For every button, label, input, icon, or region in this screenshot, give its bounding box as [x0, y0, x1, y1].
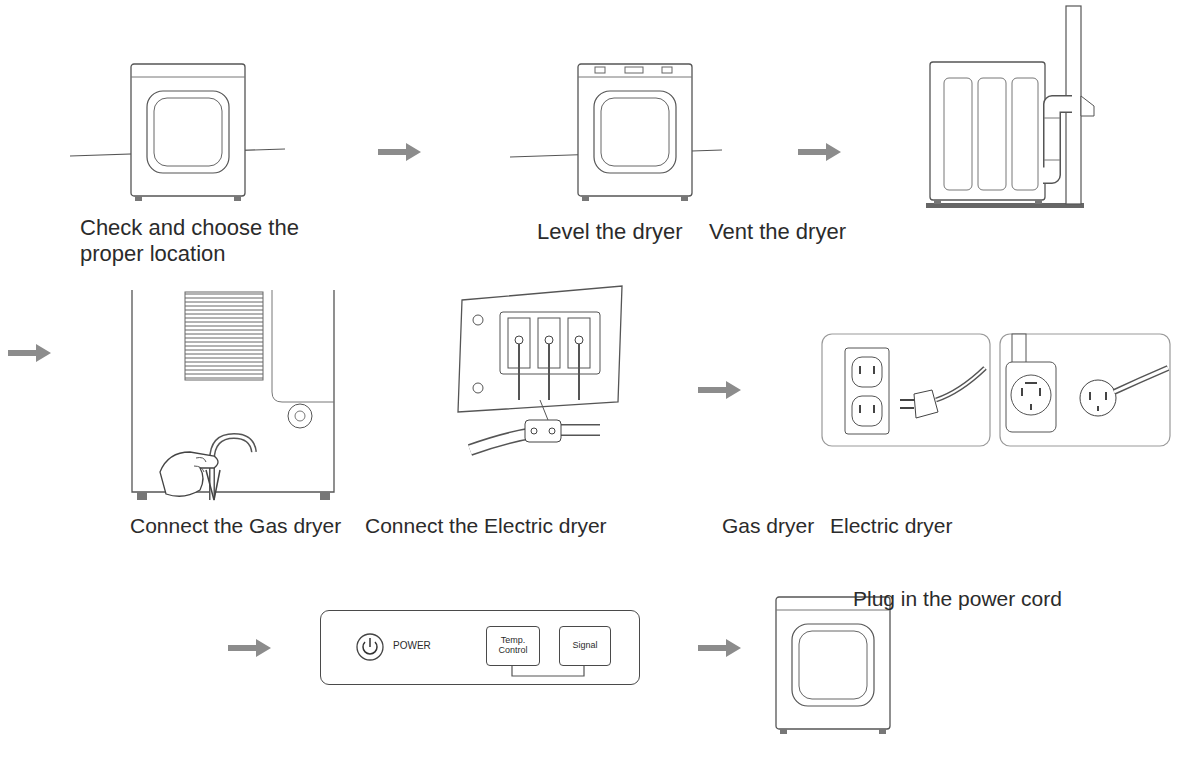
flow-arrow — [698, 381, 741, 399]
step-caption: Connect the Gas dryer — [130, 513, 341, 538]
step-caption: Gas dryer — [722, 513, 814, 538]
power-icon — [357, 634, 383, 660]
gas-plug-outlet — [822, 334, 990, 446]
control-button: Signal — [559, 626, 611, 666]
control-panel: POWER Temp. Control Signal — [320, 610, 640, 685]
button-text: Temp. Control — [489, 636, 537, 656]
gas-connection — [132, 290, 334, 500]
flow-arrow — [228, 639, 271, 657]
step-caption: Connect the Electric dryer — [365, 513, 607, 538]
step-caption: Check and choose the proper location — [80, 215, 332, 268]
flow-arrow — [378, 143, 421, 161]
step-caption: Vent the dryer — [709, 219, 846, 245]
button-text: Signal — [572, 641, 597, 651]
electric-plug-outlet — [1000, 334, 1170, 446]
flow-arrow — [798, 143, 841, 161]
dryer-ready — [776, 597, 890, 734]
electric-connection — [458, 286, 622, 450]
step-caption: Plug in the power cord — [853, 586, 1062, 611]
button-label: POWER — [393, 640, 431, 651]
step-caption: Electric dryer — [830, 513, 953, 538]
dryer-vent — [926, 6, 1094, 208]
dryer-location — [70, 64, 285, 201]
flow-arrow — [698, 639, 741, 657]
flow-arrow — [8, 344, 51, 362]
step-caption: Level the dryer — [537, 219, 683, 245]
dryer-level — [510, 64, 722, 201]
button-bracket — [512, 666, 584, 676]
control-button: Temp. Control — [486, 626, 540, 666]
